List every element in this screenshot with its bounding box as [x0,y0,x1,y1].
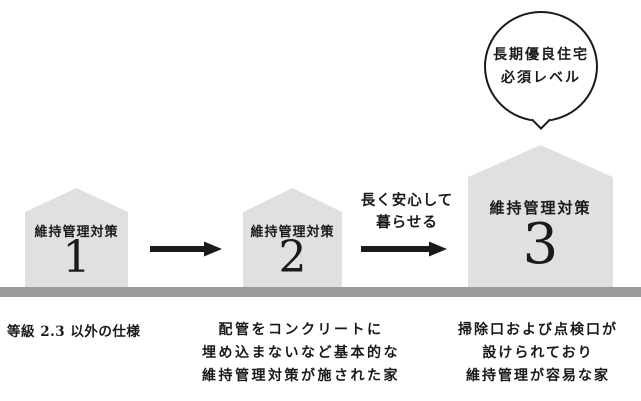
caption-level-3: 掃除口および点検口が 設けられており 維持管理が容易な家 [428,319,641,388]
house-level-2: 維持管理対策 2 [243,188,342,288]
house-level-1: 維持管理対策 1 [25,188,128,288]
caption-level-1: 等級 2.3 以外の仕様 [7,321,140,344]
house-level-3: 維持管理対策 3 [468,145,613,288]
caption-level-3-line-3: 維持管理が容易な家 [466,368,610,384]
arrow-right-icon [361,241,447,257]
transition-line-2: 暮らせる [376,214,438,232]
caption-level-2-line-1: 配管をコンクリートに [218,322,384,338]
house-1-label: 維持管理対策 [34,225,119,240]
house-2-label: 維持管理対策 [250,225,335,240]
caption-level-1-line-1: 等級 2.3 以外の仕様 [7,324,141,340]
house-2-number: 2 [278,232,307,283]
transition-text: 長く安心して 暮らせる [347,190,467,235]
house-1-number: 1 [62,232,91,283]
house-3-label: 維持管理対策 [489,199,592,217]
caption-level-2: 配管をコンクリートに 埋め込まないなど基本的な 維持管理対策が施された家 [181,319,421,388]
arrow-right-icon [150,241,222,257]
ground-bar [0,287,641,297]
house-3-number: 3 [522,212,559,277]
caption-level-3-line-2: 設けられており [482,345,594,361]
callout-line-1: 長期優良住宅 [493,47,589,63]
callout-bubble: 長期優良住宅 必須レベル [484,11,598,135]
callout-line-2: 必須レベル [501,70,581,86]
caption-level-3-line-1: 掃除口および点検口が [458,322,618,338]
transition-line-1: 長く安心して [360,192,454,209]
callout-circle: 長期優良住宅 必須レベル [484,11,598,122]
caption-level-2-line-3: 維持管理対策が施された家 [202,368,400,384]
caption-level-2-line-2: 埋め込まないなど基本的な [202,345,400,361]
